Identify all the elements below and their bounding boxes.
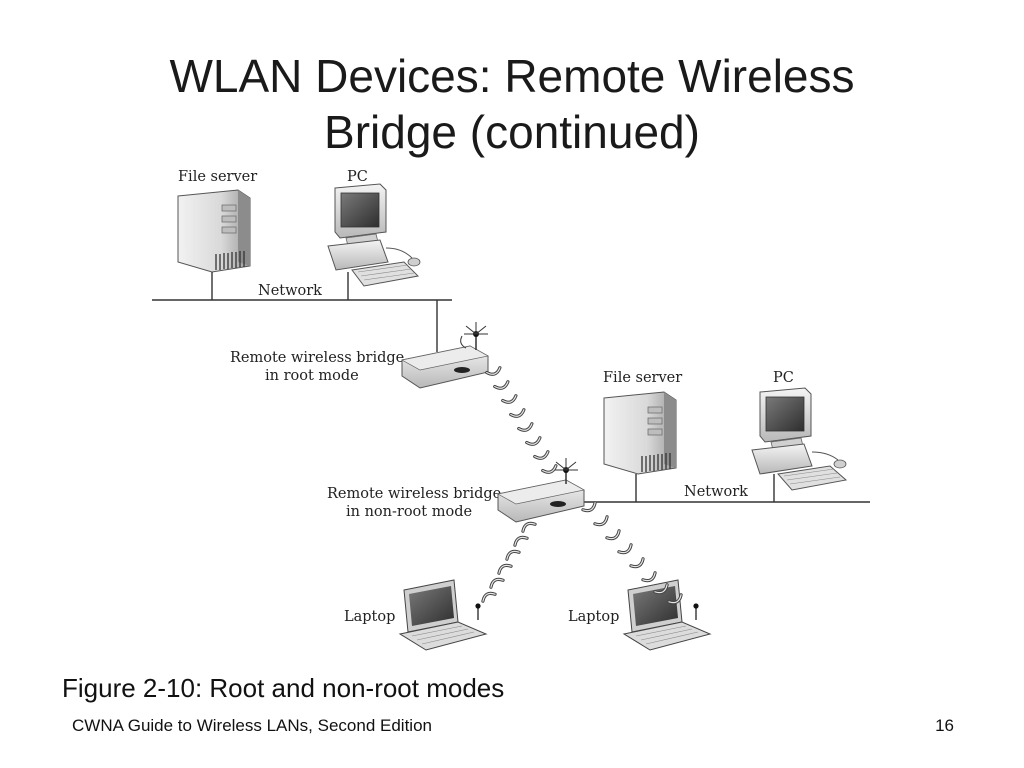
file-server-label: File server <box>178 169 257 185</box>
nonroot-bridge-device-icon <box>497 458 585 523</box>
network-label: Network <box>258 283 322 299</box>
root-bridge-label-line1: Remote wireless bridge <box>230 350 404 366</box>
wireless-signal-root-to-nonroot <box>485 366 559 476</box>
root-bridge: Remote wireless bridge in root mode <box>230 322 489 389</box>
laptop-right-label: Laptop <box>568 609 619 625</box>
nonroot-bridge: Remote wireless bridge in non-root mode <box>327 458 585 523</box>
right-pc-label: PC <box>773 370 794 386</box>
right-file-server-label: File server <box>603 370 682 386</box>
laptop-left: Laptop <box>344 579 488 651</box>
slide-title: WLAN Devices: Remote Wireless Bridge (co… <box>0 48 1024 160</box>
nonroot-bridge-label-line1: Remote wireless bridge <box>327 486 501 502</box>
page-number: 16 <box>935 716 954 735</box>
laptop-left-icon <box>398 579 488 651</box>
pc-label: PC <box>347 169 368 185</box>
wireless-signal-to-left-laptop <box>479 519 537 603</box>
laptop-right-icon <box>622 579 712 651</box>
bridge-device-icon <box>401 322 489 389</box>
figure-caption: Figure 2-10: Root and non-root modes <box>62 673 505 703</box>
title-line-2: Bridge (continued) <box>324 106 700 158</box>
right-network-label: Network <box>684 484 748 500</box>
network-diagram: File server PC Network Remote wireless b… <box>152 169 870 651</box>
right-file-server-icon <box>603 391 677 475</box>
root-bridge-label-line2: in root mode <box>265 368 359 384</box>
pc-icon <box>327 183 421 287</box>
title-line-1: WLAN Devices: Remote Wireless <box>169 50 855 102</box>
laptop-left-label: Laptop <box>344 609 395 625</box>
laptop-right: Laptop <box>568 579 712 651</box>
footer-text: CWNA Guide to Wireless LANs, Second Edit… <box>72 716 432 735</box>
right-pc-icon <box>751 387 848 491</box>
right-network: File server PC <box>580 370 870 503</box>
file-server-icon <box>177 189 251 273</box>
top-network: File server PC Network <box>152 169 452 352</box>
nonroot-bridge-label-line2: in non-root mode <box>346 504 472 520</box>
